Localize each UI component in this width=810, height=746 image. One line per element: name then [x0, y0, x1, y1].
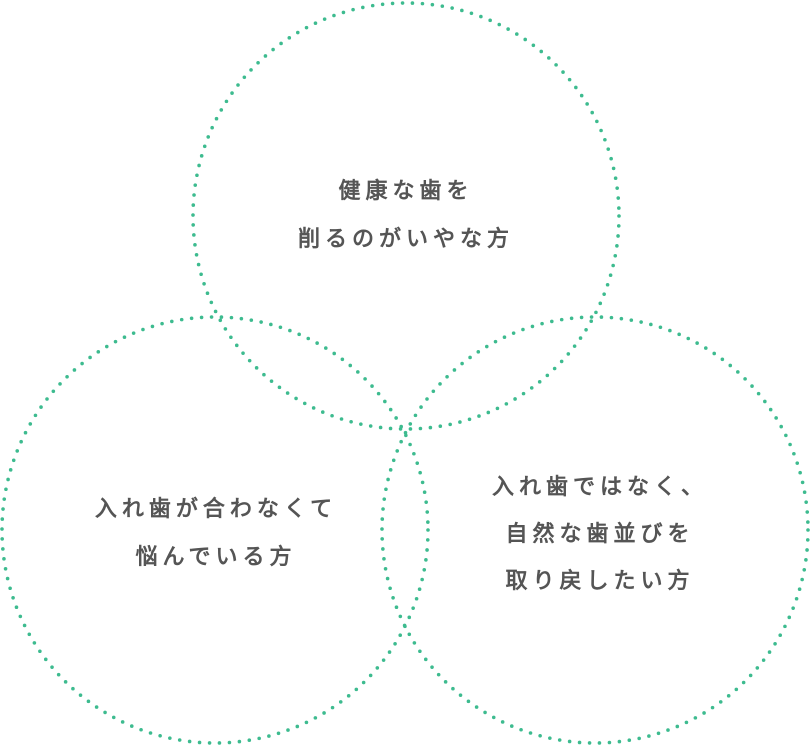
- label-top-circle: 健康な歯を 削るのがいやな方: [206, 168, 606, 264]
- circle-top: [191, 1, 621, 431]
- label-line: 健康な歯を: [338, 179, 474, 204]
- circle-bottom-right: [380, 315, 810, 745]
- label-line: 取り戻したい方: [505, 569, 695, 594]
- label-line: 入れ歯が合わなくて: [94, 497, 338, 522]
- label-line: 自然な歯並びを: [505, 522, 695, 547]
- label-line: 悩んでいる方: [135, 545, 297, 570]
- label-line: 削るのがいやな方: [297, 227, 514, 252]
- circle-bottom-left: [0, 315, 430, 745]
- label-bottom-left-circle: 入れ歯が合わなくて 悩んでいる方: [16, 486, 416, 582]
- label-bottom-right-circle: 入れ歯ではなく、 自然な歯並びを 取り戻したい方: [400, 464, 800, 605]
- label-line: 入れ歯ではなく、: [491, 475, 708, 500]
